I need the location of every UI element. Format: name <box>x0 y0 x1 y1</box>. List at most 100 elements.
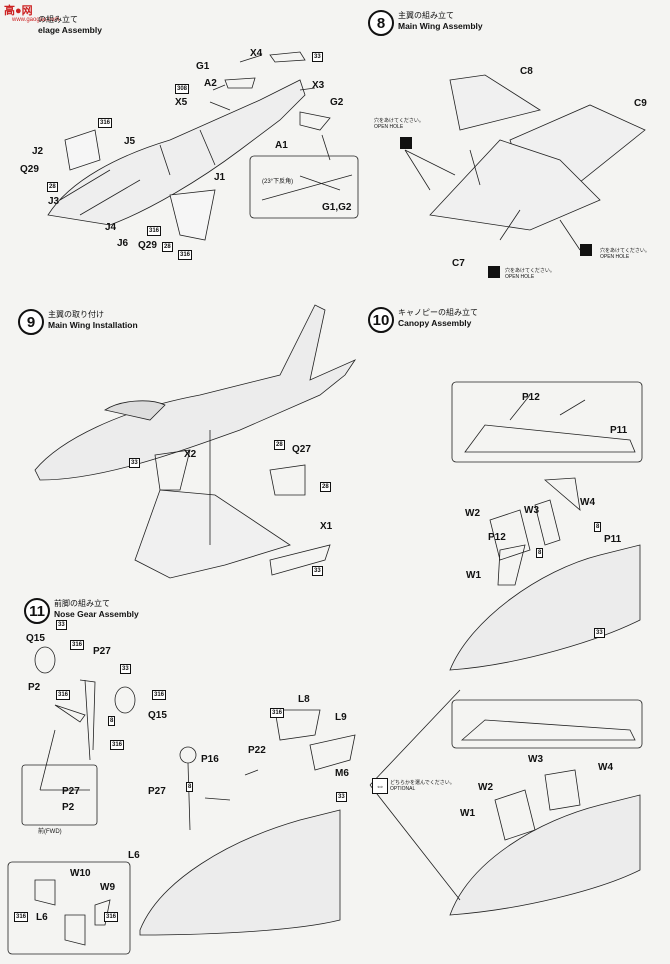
paint-code: 316 <box>147 226 162 236</box>
paint-code: 28 <box>320 482 331 492</box>
part-label: Q27 <box>292 444 311 455</box>
fuselage-drawing <box>47 79 306 226</box>
paint-code: 33 <box>129 458 140 468</box>
part-label: W4 <box>580 497 595 508</box>
optional-en: OPTIONAL <box>390 786 416 792</box>
drill-icon <box>400 137 412 149</box>
step-title-jp: キャノピーの組み立て <box>398 308 478 317</box>
nose-gear-detail-box <box>21 764 98 826</box>
optional-note: どちらかを選んでください。OPTIONAL <box>390 780 455 792</box>
part-label: X2 <box>184 449 197 460</box>
part-label: W3 <box>528 754 543 765</box>
part-label: L6 <box>128 850 140 861</box>
detail-box-g1g2 <box>249 155 359 219</box>
step-number: 11 <box>24 598 50 624</box>
part-label: C8 <box>520 66 533 77</box>
paint-code: 316 <box>178 250 193 260</box>
part-label: Q29 <box>138 240 157 251</box>
part-label: W4 <box>598 762 613 773</box>
hole-jp: 穴をあけてください。 <box>374 118 424 124</box>
part-label: L6 <box>36 912 48 923</box>
part-label: J6 <box>117 238 129 249</box>
part-label: C9 <box>634 98 647 109</box>
part-label: Q15 <box>148 710 167 721</box>
wing-panel-c8 <box>449 74 542 131</box>
wing-lower <box>429 139 601 231</box>
part-label: G1 <box>196 61 210 72</box>
part-label: L9 <box>335 712 347 723</box>
part-label: P27 <box>62 786 80 797</box>
paint-code: 316 <box>14 912 29 922</box>
step-title-jp: 前脚の組み立て <box>54 599 110 608</box>
hole-jp: 穴をあけてください。 <box>505 268 555 274</box>
hole-en: OPEN HOLE <box>600 254 630 260</box>
part-label: P27 <box>93 646 111 657</box>
open-hole-note: 穴をあけてください。OPEN HOLE <box>374 118 424 130</box>
part-label: W3 <box>524 505 539 516</box>
paint-code: 316 <box>70 640 85 650</box>
part-label: J1 <box>214 172 226 183</box>
hole-en: OPEN HOLE <box>374 124 404 130</box>
paint-code: 316 <box>98 118 113 128</box>
paint-code: 8 <box>594 522 602 532</box>
open-hole-note: 穴をあけてください。OPEN HOLE <box>505 268 555 280</box>
part-label: W1 <box>460 808 475 819</box>
nose-fuselage-underside <box>139 809 341 936</box>
step-title-en: elage Assembly <box>38 25 102 35</box>
part-label: J5 <box>124 136 136 147</box>
step-title-jp: 主翼の取り付け <box>48 310 104 319</box>
part-label: Q15 <box>26 633 45 644</box>
open-hole-note: 穴をあけてください。OPEN HOLE <box>600 248 650 260</box>
paint-code: 316 <box>152 690 167 700</box>
paint-code: 33 <box>336 792 347 802</box>
canopy-detail-box-top <box>451 381 643 463</box>
nose-gear-wheels <box>34 646 136 714</box>
watermark-url: www.gaogao.com <box>12 17 60 23</box>
step-title-en: Nose Gear Assembly <box>54 609 139 619</box>
paint-code: 33 <box>56 620 67 630</box>
part-label: Q29 <box>20 164 39 175</box>
paint-code: 316 <box>104 912 119 922</box>
part-label: X4 <box>250 48 263 59</box>
step-number: 10 <box>368 307 394 333</box>
part-label: M6 <box>335 768 349 779</box>
part-label: J2 <box>32 146 44 157</box>
part-label: P22 <box>248 745 266 756</box>
part-label: W2 <box>465 508 480 519</box>
drill-icon <box>488 266 500 278</box>
part-label: A1 <box>275 140 288 151</box>
part-label: W9 <box>100 882 115 893</box>
part-label: X1 <box>320 521 333 532</box>
step-title-jp: の組み立て <box>38 15 78 24</box>
optional-jp: どちらかを選んでください。 <box>390 780 455 786</box>
paint-code: 28 <box>162 242 173 252</box>
step-title-jp: 主翼の組み立て <box>398 11 454 20</box>
aircraft-forward-fuselage-bottom <box>449 794 641 916</box>
part-label: G1,G2 <box>322 202 352 213</box>
part-label: A2 <box>204 78 217 89</box>
paint-code: 33 <box>312 566 323 576</box>
paint-code: 8 <box>536 548 544 558</box>
fairing-drawing <box>64 129 101 171</box>
paint-code: 308 <box>175 84 190 94</box>
paint-code: 28 <box>274 440 285 450</box>
aircraft-forward-fuselage-top <box>449 544 641 671</box>
part-label: W2 <box>478 782 493 793</box>
paint-code: 8 <box>186 782 194 792</box>
step-title-en: Canopy Assembly <box>398 318 472 328</box>
door-detail-box <box>7 861 131 955</box>
step-number: 9 <box>18 309 44 335</box>
paint-code: 33 <box>594 628 605 638</box>
part-label: P11 <box>610 425 628 436</box>
part-label: G2 <box>330 97 344 108</box>
step-title-en: Main Wing Installation <box>48 320 138 330</box>
part-label: P2 <box>62 802 75 813</box>
fwd-note: 前(FWD) <box>38 829 62 835</box>
paint-code: 33 <box>312 52 323 62</box>
part-label: P27 <box>148 786 166 797</box>
